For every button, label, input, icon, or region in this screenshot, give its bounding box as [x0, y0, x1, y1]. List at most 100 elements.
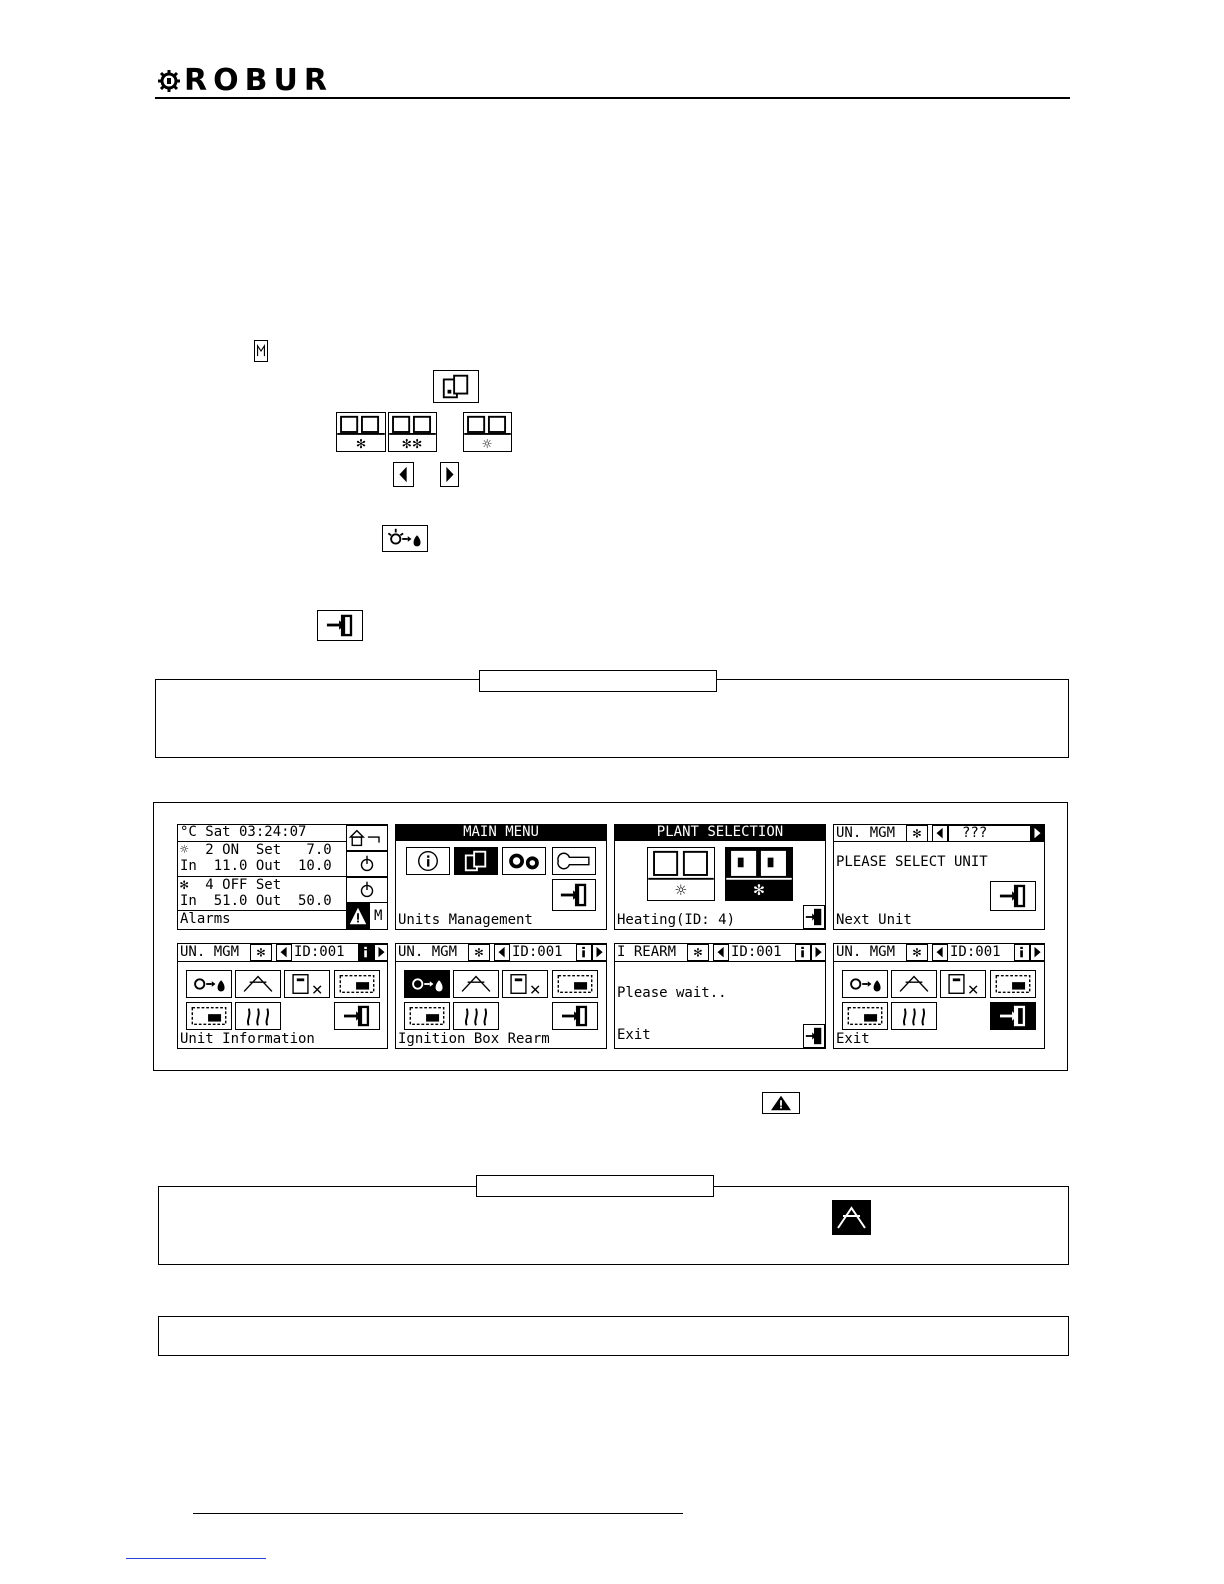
plant-heat-icon: ☼ [463, 412, 512, 452]
service-wrench-icon[interactable] [552, 847, 596, 875]
select-unit-footer: Next Unit [836, 912, 912, 928]
note-box-3 [158, 1316, 1069, 1356]
arrow-right-icon [440, 462, 459, 487]
flow-chart-icon[interactable] [334, 970, 380, 998]
home-footer: Alarms [180, 911, 231, 927]
next-unit-arrow-icon[interactable] [1030, 825, 1044, 842]
svg-text:✻: ✻ [693, 945, 703, 959]
plant-double-cold-icon: ✻✻ [388, 412, 437, 452]
next-unit-arrow-icon[interactable] [592, 944, 606, 961]
select-unit-message: PLEASE SELECT UNIT [836, 854, 988, 870]
exit-icon [317, 610, 363, 641]
lcd-exit-screen: UN. MGM ✻ ID:001 Exit [833, 943, 1045, 1049]
flame-reset-icon[interactable] [235, 970, 281, 998]
ignition-rearm-icon [382, 525, 428, 552]
info-icon[interactable] [795, 944, 811, 961]
brand-name: ROBUR [184, 63, 333, 98]
prev-unit-arrow-icon[interactable] [494, 944, 510, 961]
unit-disable-icon[interactable] [502, 970, 548, 998]
svg-text:✻: ✻ [356, 437, 366, 451]
plant-selection-exit-icon[interactable] [803, 905, 825, 929]
ignition-rearm-icon[interactable] [186, 970, 232, 998]
cooling-plant-selected-icon[interactable]: ✻ [725, 847, 793, 901]
note-box-2-label [476, 1175, 714, 1197]
ignition-rearm-header: UN. MGM [398, 944, 458, 960]
unit-info-selected-icon[interactable] [358, 944, 374, 961]
heat-waves-icon[interactable] [453, 1002, 499, 1030]
units-management-icon [433, 370, 479, 403]
unit-info-footer: Unit Information [180, 1031, 315, 1047]
flow-chart-alt-icon[interactable] [404, 1002, 450, 1030]
next-unit-arrow-icon[interactable] [374, 944, 387, 961]
next-unit-arrow-icon[interactable] [811, 944, 825, 961]
note-box-2 [158, 1186, 1069, 1265]
exit-selected-icon[interactable] [990, 1002, 1036, 1030]
exit-screen-header: UN. MGM [836, 944, 896, 960]
cold-mode-icon: ✻ [468, 944, 490, 961]
svg-text:✻✻: ✻✻ [402, 437, 423, 451]
lcd-main-menu-screen: MAIN MENU Units Management [395, 824, 607, 930]
note-box-1-label [479, 670, 717, 692]
unit-info-id: ID:001 [294, 944, 345, 960]
select-unit-exit-icon[interactable] [990, 881, 1036, 911]
unit-disable-icon[interactable] [940, 970, 986, 998]
alarm-warning-icon[interactable] [346, 903, 370, 929]
alarm-triangle-icon [762, 1092, 800, 1114]
footer-rule [193, 1513, 683, 1514]
ignition-rearm-icon[interactable] [842, 970, 888, 998]
flame-reset-icon[interactable] [891, 970, 937, 998]
exit-screen-footer: Exit [836, 1031, 870, 1047]
svg-text:☼: ☼ [675, 883, 688, 899]
plant-cold-icon: ✻ [336, 412, 386, 452]
main-menu-title: MAIN MENU [396, 825, 606, 841]
svg-text:✻: ✻ [256, 945, 266, 959]
cool-power-icon[interactable] [346, 877, 387, 903]
flame-reset-icon[interactable] [453, 970, 499, 998]
units-management-selected-icon[interactable] [454, 847, 498, 875]
cold-mode-icon: ✻ [906, 825, 928, 842]
heating-plant-icon[interactable]: ☼ [647, 847, 715, 901]
lcd-rearm-wait-screen: I REARM ✻ ID:001 Please wait.. Exit [614, 943, 826, 1049]
select-unit-id: ??? [962, 825, 988, 841]
prev-unit-arrow-icon[interactable] [932, 825, 948, 842]
info-icon[interactable] [1014, 944, 1030, 961]
home-cool-inout: In 51.0 Out 50.0 [180, 893, 332, 909]
main-menu-footer: Units Management [398, 912, 533, 928]
heat-power-icon[interactable] [346, 851, 387, 877]
prev-unit-arrow-icon[interactable] [276, 944, 292, 961]
flow-chart-icon[interactable] [552, 970, 598, 998]
flow-chart-alt-icon[interactable] [186, 1002, 232, 1030]
lcd-select-unit-screen: UN. MGM ✻ ??? PLEASE SELECT UNIT Next Un… [833, 824, 1045, 930]
cold-mode-icon: ✻ [687, 944, 709, 961]
unit-disable-icon[interactable] [284, 970, 330, 998]
screens-frame [153, 802, 1068, 1071]
flow-chart-alt-icon[interactable] [842, 1002, 888, 1030]
plant-selection-footer: Heating(ID: 4) [617, 912, 736, 928]
heat-waves-icon[interactable] [235, 1002, 281, 1030]
exit-screen-id: ID:001 [950, 944, 1001, 960]
svg-text:✻: ✻ [753, 883, 765, 899]
ignition-rearm-selected-icon[interactable] [404, 970, 450, 998]
home-datetime: °C Sat 03:24:07 [180, 824, 307, 840]
main-menu-exit-icon[interactable] [552, 879, 596, 911]
next-unit-arrow-icon[interactable] [1030, 944, 1044, 961]
flow-chart-icon[interactable] [990, 970, 1036, 998]
unit-info-exit-icon[interactable] [334, 1002, 380, 1030]
prev-unit-arrow-icon[interactable] [932, 944, 948, 961]
svg-text:✻: ✻ [912, 826, 922, 840]
unit-id-field [948, 825, 1032, 842]
info-icon[interactable] [576, 944, 592, 961]
home-water-icon[interactable] [346, 825, 387, 851]
info-icon[interactable] [406, 847, 450, 875]
ignition-rearm-exit-icon[interactable] [552, 1002, 598, 1030]
lcd-plant-selection-screen: PLANT SELECTION ☼ ✻ Heating(ID: 4) [614, 824, 826, 930]
home-m-label[interactable]: M [374, 908, 383, 924]
rearm-wait-exit-icon[interactable] [803, 1024, 825, 1048]
settings-gears-icon[interactable] [502, 847, 546, 875]
footer-link-underline[interactable] [126, 1558, 266, 1559]
unit-info-header: UN. MGM [180, 944, 240, 960]
lcd-unit-info-screen: UN. MGM ✻ ID:001 Unit Information [177, 943, 388, 1049]
prev-unit-arrow-icon[interactable] [713, 944, 729, 961]
heat-waves-icon[interactable] [891, 1002, 937, 1030]
header-rule [155, 97, 1070, 99]
